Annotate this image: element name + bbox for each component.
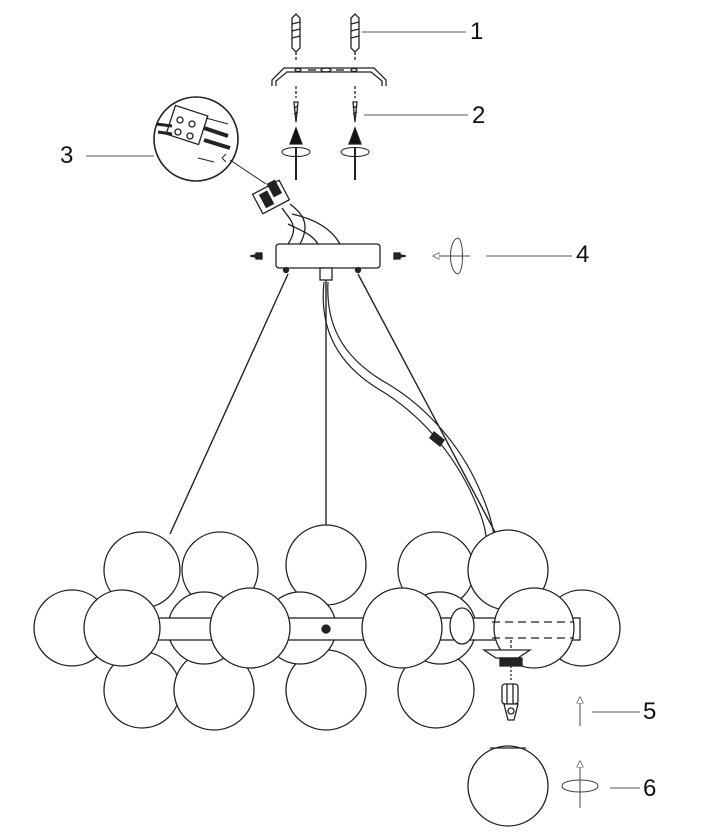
callout-step-3: 3 — [60, 142, 74, 169]
globe-dashed-outline — [492, 621, 574, 639]
screw-left — [281, 86, 311, 180]
ceiling-canopy — [275, 243, 381, 281]
canopy-screw-left — [249, 252, 263, 260]
screw-right — [340, 86, 370, 180]
rotate-install-icon-6 — [561, 764, 599, 808]
rotate-tighten-icon-4 — [436, 237, 470, 275]
globes-rear-row — [103, 524, 549, 611]
globes-front-row — [83, 587, 575, 669]
canopy-screw-right — [393, 252, 407, 260]
terminal-block — [251, 179, 291, 215]
callout-step-4: 4 — [576, 241, 590, 268]
globes-lower-row — [103, 649, 475, 731]
mounting-bracket — [271, 67, 387, 86]
wall-anchor-right — [350, 13, 360, 62]
glass-globe — [467, 745, 549, 827]
wall-anchor-left — [291, 13, 301, 62]
suspension-cables — [169, 273, 497, 537]
callout-step-1: 1 — [470, 18, 484, 45]
wiring-detail-magnifier — [153, 96, 239, 182]
callout-step-6: 6 — [643, 775, 657, 802]
g9-bulb — [501, 666, 519, 721]
callout-step-5: 5 — [643, 698, 657, 725]
callout-step-2: 2 — [472, 102, 486, 129]
magnifier-connector — [229, 159, 267, 185]
supply-wires — [281, 203, 341, 245]
